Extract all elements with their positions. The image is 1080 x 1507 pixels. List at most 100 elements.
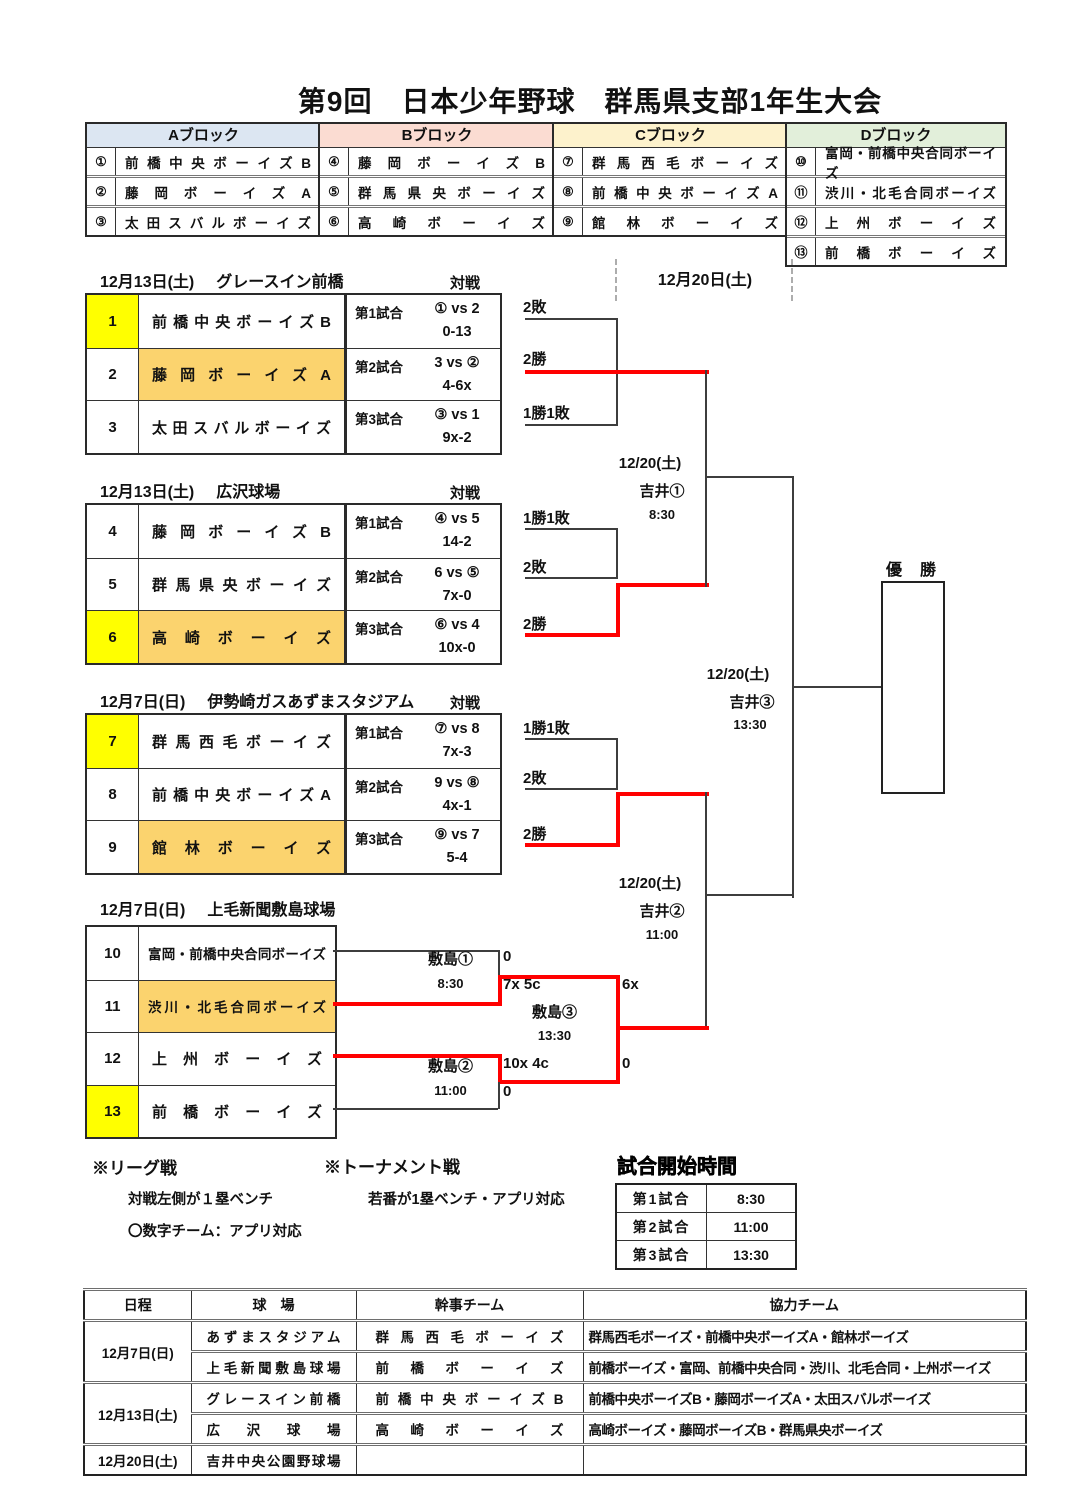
league-1-result-3: 1勝1敗: [523, 405, 570, 422]
league-3-date-venue: 12月7日(日) 伊勢崎ガスあずまスタジアム: [100, 688, 414, 712]
game-score: 10x-0: [438, 640, 476, 657]
team-name: 富岡・前橋中央合同ボーイズ: [825, 145, 996, 181]
team-number: ⑨: [554, 208, 583, 235]
game-matchup: 6 vs ⑤: [434, 564, 480, 581]
game-score: 7x-0: [442, 587, 472, 604]
winner-line-takasaki: [525, 633, 620, 637]
shikishima-2-score-bottom: 0: [503, 1083, 512, 1100]
bracket-line: [333, 1108, 498, 1110]
team-name: 渋川・北毛合同ボーイズ: [825, 185, 996, 201]
bracket-line: [616, 738, 618, 790]
schedule-header-row: 日程 球 場 幹事チーム 協力チーム: [83, 1288, 1026, 1321]
league-2-result-2: 2敗: [523, 559, 547, 576]
legend-league-note-1: 対戦左側が１塁ベンチ: [128, 1192, 273, 1208]
team-name: 藤岡ボーイズB: [152, 523, 331, 541]
yoshii-2-name: 吉井②: [639, 903, 685, 920]
team-number: ③: [87, 208, 116, 235]
schedule-row: 12月20日(土) 吉井中央公園野球場: [83, 1443, 1026, 1475]
winner-line-shibukawa: [333, 1002, 502, 1006]
game-score: 5-4: [446, 850, 468, 867]
winner-line-tatebayashi: [616, 792, 709, 796]
yoshii-1-date: 12/20(土): [618, 455, 682, 472]
block-b-header: Bブロック: [320, 124, 554, 148]
legend-league-note-2: 〇数字チーム：アプリ対応: [128, 1224, 302, 1240]
game-time: 8:30: [736, 1190, 766, 1207]
shikishima-2-time: 11:00: [434, 1083, 467, 1098]
bracket-line: [525, 318, 616, 320]
league-3-result-3: 2勝: [523, 826, 547, 843]
winner-line-takasaki: [616, 583, 620, 637]
shikishima-3-label: 敷島③: [531, 1004, 577, 1021]
start-times-row: 第1試合 8:30: [617, 1185, 795, 1212]
legend-league-title: ※リーグ戦: [92, 1159, 177, 1178]
shikishima-1-output-line: [498, 975, 618, 979]
schedule-manager: 前橋中央ボーイズB: [355, 1381, 583, 1414]
league-2-result-3: 2勝: [523, 616, 547, 633]
game-label: 第1試合: [617, 1185, 707, 1212]
team-name: 藤岡ボーイズA: [139, 348, 344, 401]
shikishima-2-label: 敷島②: [427, 1058, 473, 1075]
shikishima-3-time: 13:30: [537, 1028, 572, 1043]
league-2-result-1: 1勝1敗: [523, 510, 570, 527]
schedule-venue: 吉井中央公園野球場: [190, 1443, 356, 1475]
yoshii-1-output-line: [705, 476, 794, 478]
bracket-line: [498, 1082, 500, 1109]
league-3-date: 12月7日(日): [100, 694, 186, 711]
yoshii-2-time: 11:00: [645, 927, 679, 942]
yoshii-2-bracket: [705, 792, 707, 1030]
game-label: 第1試合: [355, 306, 404, 321]
team-name: 前橋中央ボーイズA: [592, 185, 778, 201]
winner-line-tatebayashi: [616, 792, 620, 847]
team-number: ⑦: [554, 148, 583, 175]
game-label: 第3試合: [355, 412, 404, 428]
team-name: 群馬西毛ボーイズ: [152, 733, 331, 751]
yoshii-3-date: 12/20(土): [706, 666, 770, 683]
shikishima-3-output-line: [616, 1026, 709, 1030]
schedule-venue: 上毛新聞敷島球場: [190, 1350, 356, 1383]
col-header-manager: 幹事チーム: [355, 1288, 583, 1321]
col-header-support: 協力チーム: [582, 1288, 1026, 1321]
schedule-support: 前橋ボーイズ・富岡、前橋中央合同・渋川、北毛合同・上州ボーイズ: [582, 1350, 1026, 1383]
team-number: 2: [87, 348, 139, 401]
game-matchup: 9 vs ⑧: [434, 774, 480, 791]
team-number: ⑩: [787, 148, 816, 175]
team-name: 前橋ボーイズ: [825, 245, 996, 261]
game-label: 第3試合: [355, 622, 404, 638]
game-matchup: ③ vs 1: [434, 407, 480, 424]
team-number: ①: [87, 148, 116, 175]
schedule-date: 12月7日(日): [83, 1319, 191, 1383]
league-2-date: 12月13日(土): [100, 484, 195, 501]
col-header-date: 日程: [83, 1288, 191, 1321]
block-d-header: Dブロック: [787, 124, 1005, 148]
yoshii-2-date: 12/20(土): [618, 875, 682, 892]
schedule-date: 12月20日(土): [83, 1443, 191, 1475]
shikishima-1-score-top: 0: [503, 948, 512, 965]
game-matchup: ⑨ vs 7: [434, 827, 480, 844]
team-number: ⑬: [787, 238, 816, 265]
yoshii-3-output-line: [792, 686, 882, 688]
team-name: 太田スバルボーイズ: [152, 419, 331, 437]
shikishima-3-score-top: 6x: [622, 976, 639, 993]
team-number: ⑥: [320, 208, 349, 235]
league-3-venue: 伊勢崎ガスあずまスタジアム: [207, 694, 415, 711]
team-name: 前橋中央ボーイズA: [152, 786, 331, 804]
